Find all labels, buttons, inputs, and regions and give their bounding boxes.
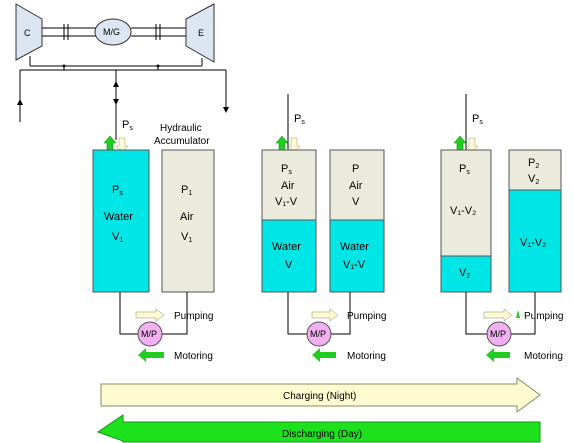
small-green-arrow-icon bbox=[516, 310, 520, 318]
stage1-pipe-right bbox=[162, 292, 188, 335]
stage2-right-volume: V bbox=[352, 196, 360, 208]
stage2-pipe-right bbox=[331, 292, 351, 335]
motoring-arrow-icon bbox=[486, 348, 510, 362]
air-vessel-1 bbox=[161, 149, 215, 293]
stage2-left-water-label: Water bbox=[272, 241, 301, 253]
stage3-right-volume: V2 bbox=[528, 173, 539, 186]
stage2-right-pressure: P bbox=[352, 163, 359, 175]
motoring-label-2: Motoring bbox=[347, 351, 386, 362]
stage3-right-water-volume: V₁-V₂ bbox=[520, 237, 546, 249]
stage2-left-medium: Air bbox=[281, 180, 295, 192]
motoring-arrow-icon bbox=[312, 348, 336, 362]
yellow-down-arrow-icon bbox=[465, 137, 479, 153]
charging-arrow-shape bbox=[100, 377, 541, 413]
stage-2: Ps Ps Air V₁-V Water V P Air V Water V₁-… bbox=[261, 94, 386, 362]
pump-motor-1-label: M/P bbox=[141, 329, 157, 339]
motor-generator-shape bbox=[94, 18, 132, 46]
motor-generator-label: M/G bbox=[103, 27, 120, 37]
pumping-arrow-icon bbox=[483, 308, 513, 322]
motoring-label-3: Motoring bbox=[524, 351, 563, 362]
stage2-left-air bbox=[261, 149, 317, 221]
stage2-right-water-volume: V₁-V bbox=[343, 259, 366, 271]
stage2-right-medium: Air bbox=[349, 180, 363, 192]
stage3-left-water-volume: V2 bbox=[459, 267, 470, 280]
hydraulic-accumulator-label-line2: Accumulator bbox=[154, 136, 210, 147]
stage2-right-water bbox=[329, 219, 385, 293]
pump-motor-2-label: M/P bbox=[310, 329, 326, 339]
pumping-arrow-icon bbox=[311, 308, 339, 322]
yellow-down-arrow-icon bbox=[115, 137, 129, 153]
stage3-left-volume: V₁-V₂ bbox=[450, 205, 476, 217]
yellow-down-arrow-icon bbox=[287, 137, 301, 153]
discharging-label: Discharging (Day) bbox=[282, 429, 362, 440]
stage3-left-water bbox=[440, 255, 492, 293]
green-up-arrow-icon bbox=[453, 135, 467, 151]
compressor-expander-train: C M/G E bbox=[15, 3, 229, 140]
stage1-top-pressure: Ps bbox=[122, 119, 133, 132]
stage-3: Ps Ps V₁-V₂ V2 P2 V2 V₁-V₂ M/P Pumping M… bbox=[440, 94, 563, 362]
discharging-arrow: Discharging (Day) bbox=[96, 414, 541, 443]
stage2-top-pressure: Ps bbox=[294, 113, 305, 126]
pumping-label-2: Pumping bbox=[347, 311, 386, 322]
compressor-label: C bbox=[24, 28, 31, 38]
vessel1-volume: V1 bbox=[112, 231, 123, 244]
stage1-pipe-left bbox=[119, 292, 138, 335]
vessel2-medium: Air bbox=[180, 211, 194, 223]
compressor-shape bbox=[15, 3, 43, 61]
stage3-right-air bbox=[508, 149, 562, 191]
pumping-label-1: Pumping bbox=[174, 311, 213, 322]
pump-motor-2 bbox=[306, 321, 332, 347]
charging-label: Charging (Night) bbox=[283, 391, 356, 402]
stage-1: Ps Ps Water V1 Hydraulic Accumulator P1 … bbox=[92, 119, 215, 362]
stage3-pipe-right bbox=[511, 292, 536, 335]
green-up-arrow-icon bbox=[103, 135, 117, 151]
stage3-right-water bbox=[508, 189, 562, 293]
discharging-arrow-shape bbox=[96, 414, 541, 443]
motoring-label-1: Motoring bbox=[174, 351, 213, 362]
pump-motor-3 bbox=[486, 321, 512, 347]
stage3-left-pressure: Ps bbox=[459, 163, 470, 176]
pumping-label-3: Pumping bbox=[524, 311, 563, 322]
stage3-right-pressure: P2 bbox=[528, 157, 539, 170]
charging-arrow: Charging (Night) bbox=[100, 377, 541, 413]
stage2-right-air bbox=[329, 149, 385, 221]
expander-label: E bbox=[198, 28, 204, 38]
vessel2-volume: V1 bbox=[181, 231, 192, 244]
pump-motor-3-label: M/P bbox=[490, 329, 506, 339]
stage2-left-volume: V₁-V bbox=[275, 196, 298, 208]
vessel1-pressure: Ps bbox=[112, 184, 123, 197]
stage2-pipe-left bbox=[287, 292, 307, 335]
stage2-left-water-volume: V bbox=[285, 259, 293, 271]
pumping-arrow-icon bbox=[135, 308, 165, 322]
pump-motor-1 bbox=[137, 321, 163, 347]
hydraulic-accumulator-label-line1: Hydraulic bbox=[160, 123, 202, 134]
stage3-pipe-left bbox=[465, 292, 487, 335]
expander-shape bbox=[185, 3, 215, 63]
motoring-arrow-icon bbox=[138, 348, 164, 362]
green-up-arrow-icon bbox=[275, 135, 289, 151]
stage3-top-pressure: Ps bbox=[472, 113, 483, 126]
stage2-left-pressure: Ps bbox=[281, 163, 292, 176]
stage2-right-water-label: Water bbox=[340, 241, 369, 253]
vessel2-pressure: P1 bbox=[181, 184, 192, 197]
stage2-left-water bbox=[261, 219, 317, 293]
water-vessel-1 bbox=[92, 149, 150, 293]
vessel1-medium: Water bbox=[104, 211, 133, 223]
